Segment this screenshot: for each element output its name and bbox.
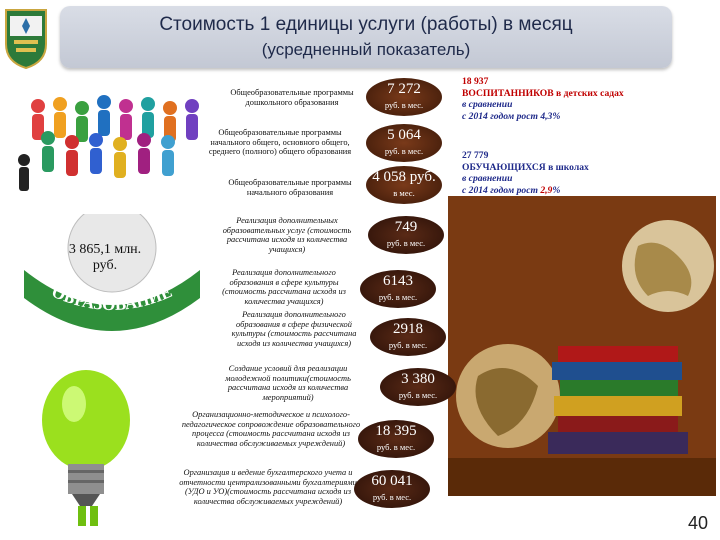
service-value: 7 272 bbox=[387, 81, 421, 97]
note-label: ОБУЧАЮЩИХСЯ в школах bbox=[462, 161, 589, 173]
service-unit: руб. в мес. bbox=[378, 292, 418, 302]
service-unit: руб. в мес. bbox=[372, 492, 412, 502]
service-value-badge bbox=[366, 78, 442, 116]
service-value: 3 380 bbox=[401, 371, 435, 387]
service-description: Общеобразовательные программы начального… bbox=[228, 178, 352, 197]
service-value: 60 041 bbox=[371, 473, 413, 489]
title-banner: Стоимость 1 единицы услуги (работы) в ме… bbox=[60, 6, 672, 68]
service-description: Общеобразовательные программы дошкольног… bbox=[230, 88, 354, 107]
service-description: Организация и ведение бухгалтерского уче… bbox=[179, 468, 357, 506]
service-value: 749 bbox=[394, 219, 418, 235]
service-value: 4 058 руб. bbox=[372, 169, 436, 185]
service-unit: в мес. bbox=[393, 188, 415, 198]
note-schools: 27 779 ОБУЧАЮЩИХСЯ в школах в сравнении … bbox=[462, 150, 698, 196]
note-line4: с 2014 годом рост 4,3% bbox=[462, 110, 561, 122]
service-description: Общеобразовательные программы начального… bbox=[208, 128, 352, 157]
service-unit: руб. в мес. bbox=[398, 390, 438, 400]
service-unit: руб. в мес. bbox=[384, 100, 424, 110]
service-value-badge bbox=[366, 166, 442, 204]
service-description: Реализация дополнительного образования в… bbox=[231, 310, 357, 348]
page-title: Стоимость 1 единицы услуги (работы) в ме… bbox=[159, 14, 573, 35]
people-illustration bbox=[18, 95, 199, 191]
note-label: ВОСПИТАННИКОВ в детских садах bbox=[462, 87, 624, 99]
service-value-badge bbox=[360, 270, 436, 308]
education-arc: ОБРАЗОВАНИЕ bbox=[24, 214, 200, 331]
service-unit: руб. в мес. bbox=[384, 146, 424, 156]
service-unit: руб. в мес. bbox=[376, 442, 416, 452]
service-description: Реализация дополнительных образовательны… bbox=[222, 216, 352, 254]
service-value: 6143 bbox=[383, 273, 413, 289]
service-value-badge bbox=[370, 318, 446, 356]
page-number: 40 bbox=[687, 513, 708, 533]
service-description: Реализация дополнительного образования в… bbox=[222, 268, 346, 306]
service-unit: руб. в мес. bbox=[388, 340, 428, 350]
service-description: Организационно-методическое и психолого-… bbox=[181, 410, 361, 448]
note-count: 18 937 bbox=[462, 76, 489, 87]
note-count: 27 779 bbox=[462, 150, 489, 161]
note-line3: в сравнении bbox=[462, 173, 513, 184]
service-value-badge bbox=[368, 216, 444, 254]
service-value-badge bbox=[380, 368, 456, 406]
service-value: 18 395 bbox=[375, 423, 417, 439]
note-line3: в сравнении bbox=[462, 99, 513, 110]
page-subtitle: (усредненный показатель) bbox=[261, 40, 471, 59]
note-line4: с 2014 годом рост 2,9% bbox=[462, 184, 561, 196]
coat-of-arms-icon bbox=[5, 9, 47, 70]
service-value-badge bbox=[358, 420, 434, 458]
service-unit: руб. в мес. bbox=[386, 238, 426, 248]
budget-value: 3 865,1 млн. руб. bbox=[68, 242, 142, 273]
service-value: 2918 bbox=[393, 321, 423, 337]
note-kindergartens: 18 937 ВОСПИТАННИКОВ в детских садах в с… bbox=[462, 76, 698, 122]
lightbulb-icon bbox=[42, 370, 130, 526]
service-value: 5 064 bbox=[387, 127, 421, 143]
service-value-badge bbox=[366, 124, 442, 162]
service-description: Создание условий для реализации молодежн… bbox=[225, 364, 351, 402]
service-value-badge bbox=[354, 470, 430, 508]
books-globes-illustration bbox=[448, 196, 716, 496]
